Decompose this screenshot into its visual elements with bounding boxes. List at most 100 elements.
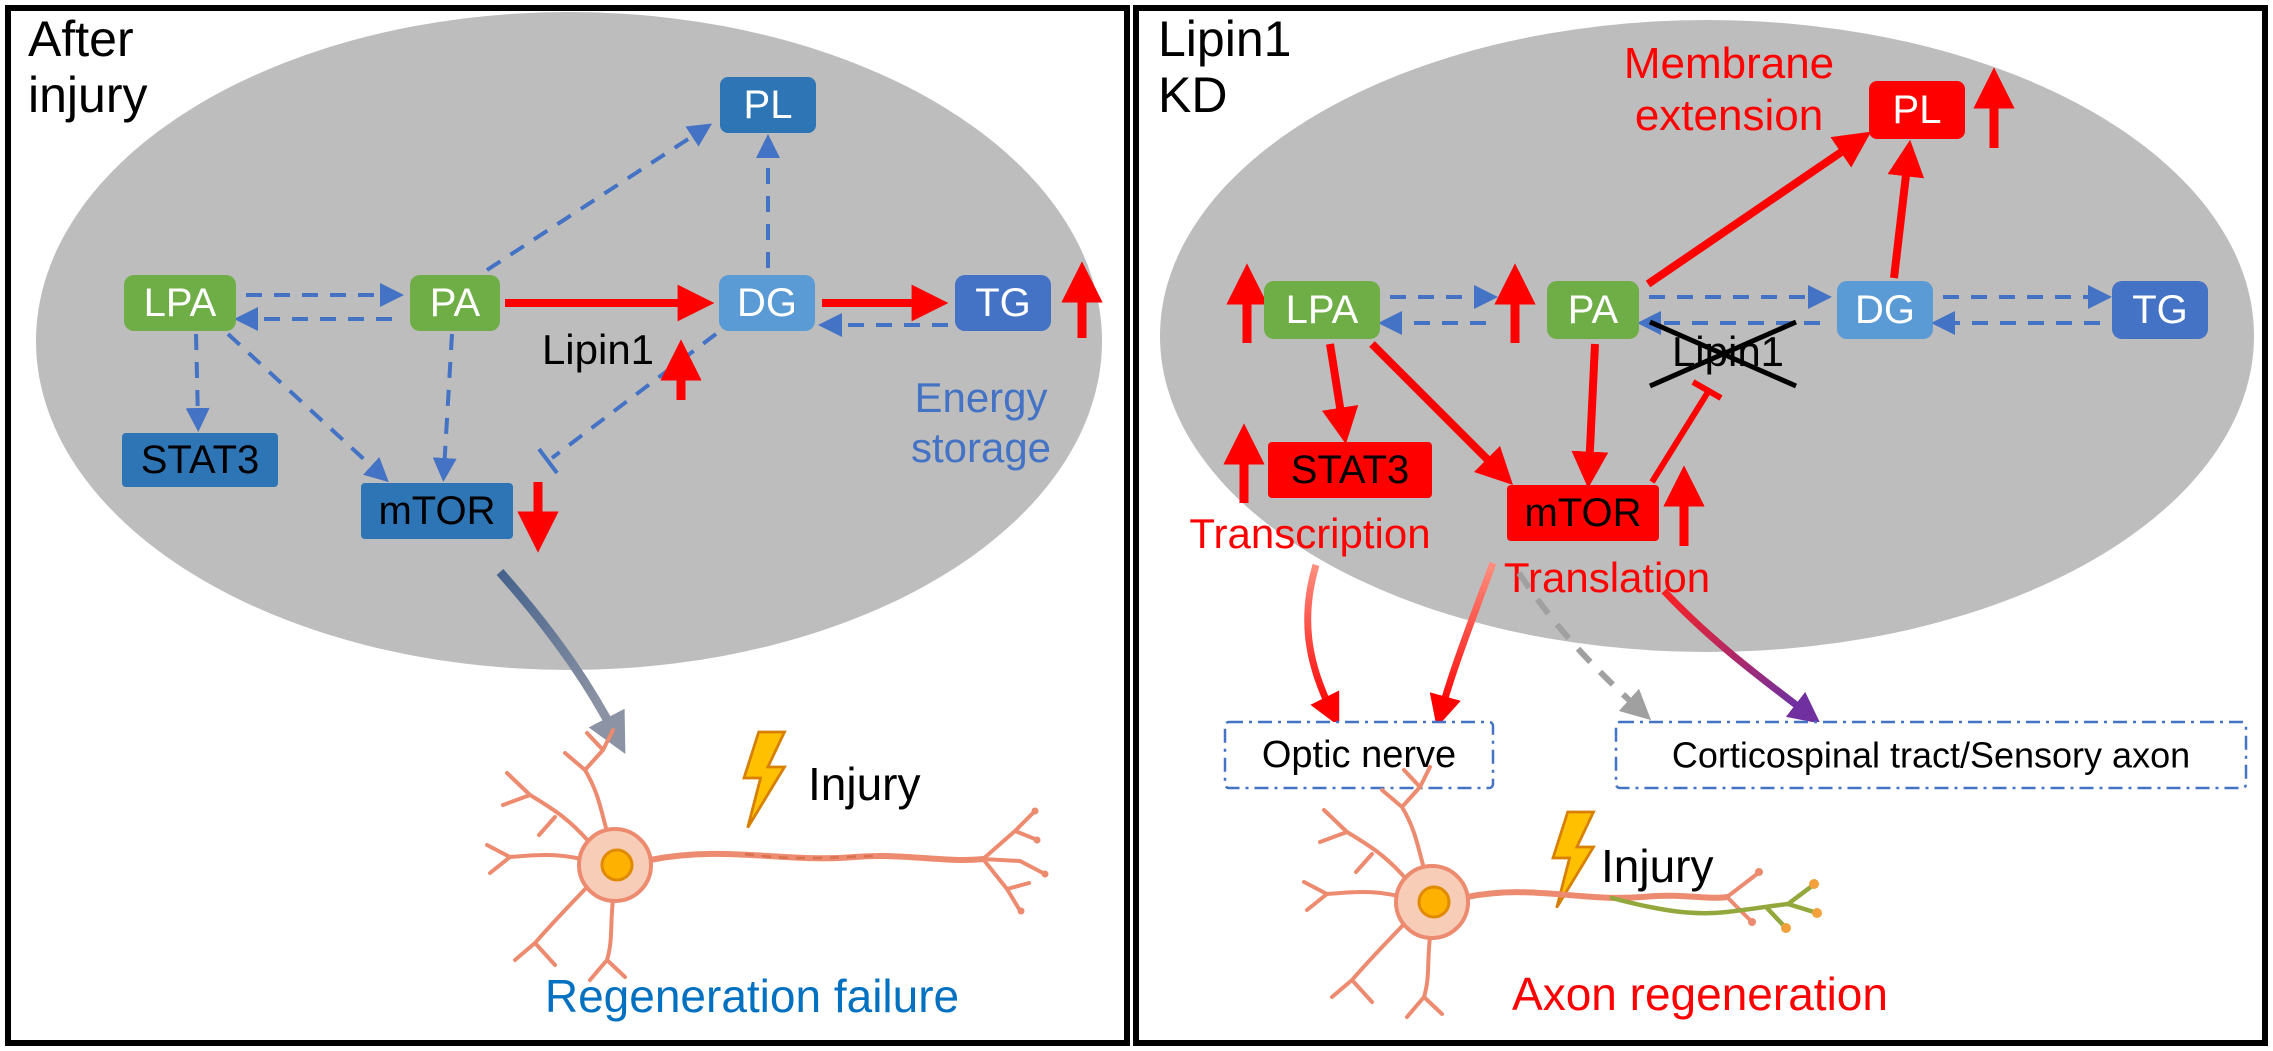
node-mtor-right: mTOR — [1507, 485, 1659, 541]
dendrites — [1318, 808, 1409, 882]
node-lpa-label: LPA — [1286, 288, 1359, 332]
node-stat3-label: STAT3 — [141, 438, 260, 482]
node-mtor-box — [361, 483, 513, 539]
arrow-translation-to-corticospinal — [1661, 588, 1821, 724]
terminal-dot — [1017, 907, 1025, 915]
dendrites — [588, 898, 627, 982]
left-cell-body — [36, 12, 1102, 670]
node-tg-right: TG — [2112, 281, 2208, 339]
arrow-pa-to-mtor — [1571, 343, 1609, 489]
node-dg-label: DG — [1855, 288, 1915, 332]
arrow-lpa-to-stat3 — [185, 333, 210, 432]
membrane-extension-line2: extension — [1635, 91, 1823, 140]
inhibition-mtor-to-lipin1 — [1649, 390, 1711, 484]
node-pl-right: PL — [1869, 81, 1965, 139]
nucleus — [1417, 885, 1451, 919]
node-stat3-box — [1268, 442, 1432, 498]
node-dg-left: DG — [719, 275, 815, 331]
regenerating-axon — [1609, 883, 1817, 929]
arrow-pa-to-pl — [1645, 131, 1872, 288]
corticospinal-rect — [1614, 720, 2248, 790]
arrow-dg-to-pl — [1887, 139, 1925, 279]
outcome-left: Regeneration failure — [545, 970, 959, 1022]
cross-line-icon — [1648, 319, 1798, 389]
node-dg-label: DG — [737, 281, 797, 325]
left-panel: After injury PL LPA PA — [5, 5, 1130, 1046]
right-panel-border — [1133, 5, 2268, 1046]
inhibition-dg-to-mtor-tbar — [537, 447, 559, 475]
arrow-lpa-to-mtor — [1369, 341, 1514, 486]
inhibition-mtor-to-lipin1-tbar — [1691, 379, 1723, 401]
node-dg-right: DG — [1837, 281, 1933, 339]
growth-cone-dot — [1809, 879, 1819, 889]
node-dg-box — [1837, 281, 1933, 339]
dendrites — [1330, 920, 1408, 1004]
node-lpa-right: LPA — [1264, 281, 1380, 339]
arrow-mtor-to-optic-nerve — [1429, 561, 1497, 728]
arrow-pa-to-mtor — [432, 333, 457, 482]
node-stat3-label: STAT3 — [1291, 448, 1410, 492]
dendrites — [1380, 765, 1432, 871]
node-mtor-label: mTOR — [1524, 491, 1641, 535]
optic-nerve-box: Optic nerve — [1223, 720, 1495, 790]
lipin1-knockdown: Lipin1 — [1648, 319, 1798, 389]
arrow-dashed-to-corticospinal — [1516, 571, 1652, 721]
terminal-dot — [1748, 918, 1756, 926]
right-cell-body — [1160, 20, 2254, 652]
injury-bolt-right — [1551, 810, 1596, 909]
corticospinal-box: Corticospinal tract/Sensory axon — [1614, 720, 2248, 790]
injury-label-left: Injury — [808, 758, 920, 810]
node-stat3-box — [122, 433, 278, 487]
node-pl-box — [1869, 81, 1965, 139]
node-mtor-left: mTOR — [361, 483, 513, 539]
node-lpa-box — [1264, 281, 1380, 339]
node-lpa-left: LPA — [124, 275, 236, 331]
node-tg-box — [955, 275, 1051, 331]
injury-bolt-left — [742, 730, 787, 829]
node-mtor-box — [1507, 485, 1659, 541]
energy-storage-line2: storage — [911, 424, 1051, 471]
node-stat3-left: STAT3 — [122, 433, 278, 487]
node-pa-box — [410, 275, 500, 331]
lightning-icon — [1551, 810, 1596, 909]
node-stat3-right: STAT3 — [1268, 442, 1432, 498]
nucleus — [600, 848, 634, 882]
energy-storage-line1: Energy — [914, 374, 1047, 421]
arrow-lpa-to-stat3 — [1321, 343, 1359, 445]
terminal-dot — [1755, 868, 1763, 876]
node-lpa-box — [124, 275, 236, 331]
lipin1-label-left: Lipin1 — [542, 326, 654, 373]
terminal-dot — [1033, 836, 1041, 844]
node-pl-label: PL — [744, 83, 793, 127]
right-title-line2: KD — [1158, 67, 1227, 123]
node-pa-right: PA — [1547, 281, 1639, 339]
node-pa-label: PA — [430, 281, 481, 325]
membrane-extension-line1: Membrane — [1624, 39, 1834, 88]
dendrites — [485, 843, 583, 875]
optic-nerve-label: Optic nerve — [1262, 734, 1456, 776]
left-panel-border — [5, 5, 1130, 1046]
dendrites — [563, 728, 615, 834]
left-title-line2: injury — [28, 67, 147, 123]
arrow-transcription-to-optic-nerve — [1304, 563, 1340, 727]
arrow-lpa-to-mtor — [226, 332, 389, 483]
axon-texture — [744, 852, 876, 860]
lightning-icon — [742, 730, 787, 829]
dendrites — [513, 883, 591, 967]
left-title-line1: After — [28, 11, 134, 67]
node-pl-label: PL — [1893, 88, 1942, 132]
terminal-dot — [1041, 870, 1049, 878]
neuron-left — [485, 728, 1049, 982]
node-tg-label: TG — [975, 281, 1031, 325]
translation-label: Translation — [1504, 554, 1710, 601]
arrow-mtor-to-neuron — [496, 569, 626, 754]
node-pa-box — [1547, 281, 1639, 339]
corticospinal-label: Corticospinal tract/Sensory axon — [1672, 735, 2190, 776]
right-title-line1: Lipin1 — [1158, 11, 1291, 67]
right-panel: Lipin1 KD Membrane extension PL — [1133, 5, 2268, 1046]
node-pa-label: PA — [1568, 288, 1619, 332]
axon — [1464, 889, 1730, 901]
neuron-right — [1302, 765, 1822, 1019]
